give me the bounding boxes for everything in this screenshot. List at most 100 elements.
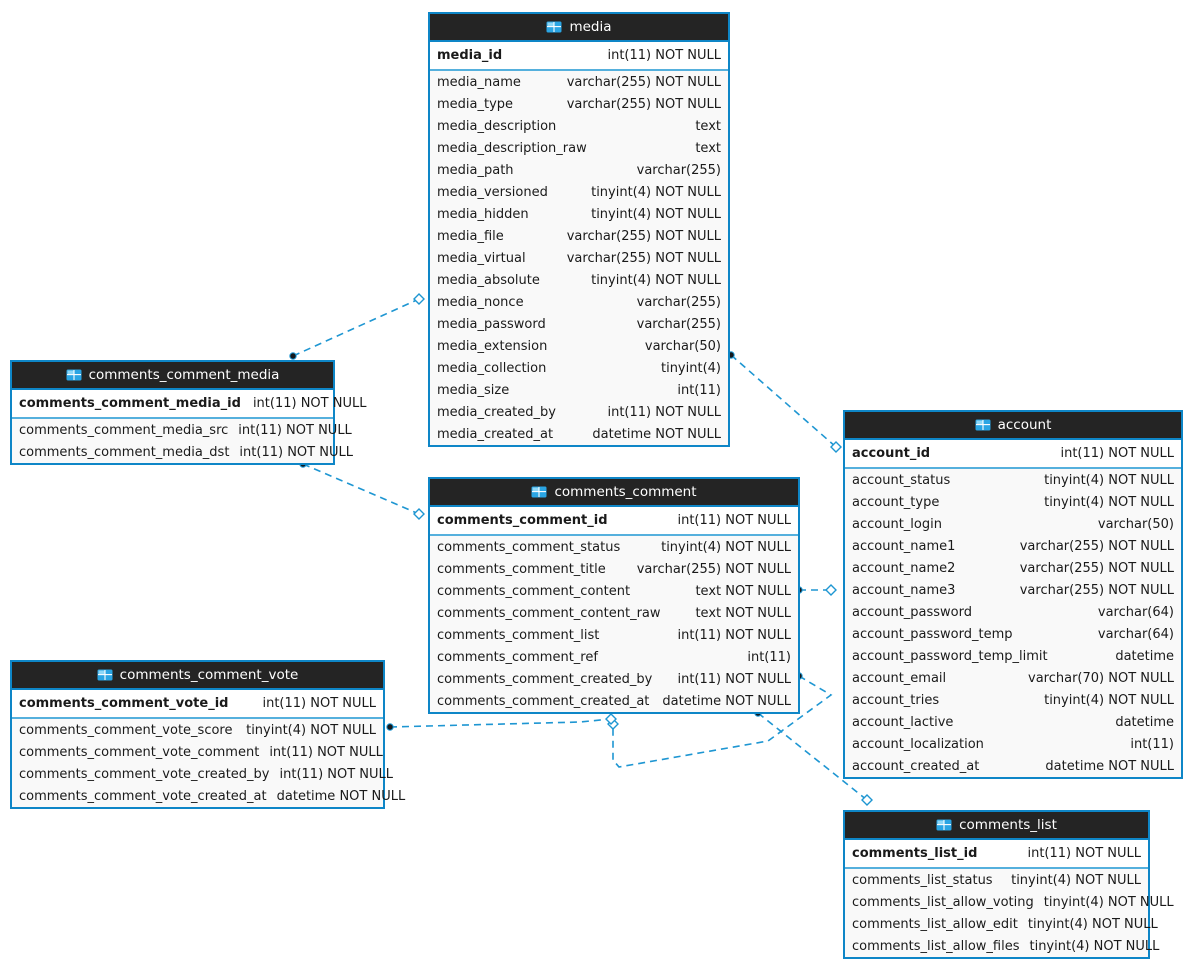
column-row[interactable]: comments_comment_vote_comment int(11) NO… <box>12 741 383 763</box>
column-row[interactable]: comments_comment_media_src int(11) NOT N… <box>12 419 352 441</box>
column-name: media_description <box>437 118 557 134</box>
column-row[interactable]: media_size int(11) <box>430 379 728 401</box>
column-row[interactable]: media_password varchar(255) <box>430 313 728 335</box>
column-row[interactable]: comments_comment_created_by int(11) NOT … <box>430 668 798 690</box>
column-name: comments_comment_vote_created_by <box>19 766 270 782</box>
column-row[interactable]: account_login varchar(50) <box>845 513 1181 535</box>
table-account[interactable]: account account_id int(11) NOT NULL acco… <box>843 410 1183 779</box>
column-row[interactable]: account_localization int(11) <box>845 733 1181 755</box>
table-header[interactable]: comments_comment <box>430 479 798 507</box>
column-row[interactable]: comments_comment_content_raw text NOT NU… <box>430 602 798 624</box>
table-header[interactable]: media <box>430 14 728 42</box>
column-type: tinyint(4) NOT NULL <box>1011 872 1141 888</box>
column-row[interactable]: media_hidden tinyint(4) NOT NULL <box>430 203 728 225</box>
column-row[interactable]: media_extension varchar(50) <box>430 335 728 357</box>
primary-key-row[interactable]: comments_list_id int(11) NOT NULL <box>845 840 1148 869</box>
column-row[interactable]: account_status tinyint(4) NOT NULL <box>845 469 1181 491</box>
table-comments_list[interactable]: comments_list comments_list_id int(11) N… <box>843 810 1174 959</box>
column-row[interactable]: media_virtual varchar(255) NOT NULL <box>430 247 728 269</box>
column-row[interactable]: comments_comment_list int(11) NOT NULL <box>430 624 798 646</box>
table-header[interactable]: comments_comment_media <box>12 362 333 390</box>
primary-key-row[interactable]: media_id int(11) NOT NULL <box>430 42 728 71</box>
relationship-comments_comment-account[interactable] <box>795 584 837 596</box>
column-name: account_name3 <box>852 582 956 598</box>
column-row[interactable]: account_created_at datetime NOT NULL <box>845 755 1181 777</box>
table-comments_comment[interactable]: comments_comment comments_comment_id int… <box>428 477 800 714</box>
column-row[interactable]: media_type varchar(255) NOT NULL <box>430 93 728 115</box>
column-row[interactable]: comments_list_allow_files tinyint(4) NOT… <box>845 935 1159 957</box>
column-row[interactable]: account_password varchar(64) <box>845 601 1181 623</box>
column-row[interactable]: account_email varchar(70) NOT NULL <box>845 667 1181 689</box>
column-name: account_name2 <box>852 560 956 576</box>
relationship-diamond-endpoint <box>413 508 425 520</box>
column-name: comments_comment_id <box>437 513 608 528</box>
column-row[interactable]: comments_comment_status tinyint(4) NOT N… <box>430 536 798 558</box>
column-type: int(11) NOT NULL <box>262 696 376 711</box>
relationship-diamond-endpoint <box>861 794 873 806</box>
column-name: comments_comment_created_by <box>437 671 653 687</box>
column-name: account_status <box>852 472 951 488</box>
table-header[interactable]: comments_comment_vote <box>12 662 383 690</box>
column-name: comments_comment_status <box>437 539 621 555</box>
column-row[interactable]: account_name1 varchar(255) NOT NULL <box>845 535 1181 557</box>
table-comments_comment_vote[interactable]: comments_comment_vote comments_comment_v… <box>10 660 405 809</box>
table-header[interactable]: comments_list <box>845 812 1148 840</box>
column-type: datetime <box>1115 648 1174 664</box>
primary-key-row[interactable]: account_id int(11) NOT NULL <box>845 440 1181 469</box>
column-name: comments_comment_list <box>437 627 600 643</box>
column-type: datetime <box>1115 714 1174 730</box>
column-row[interactable]: account_name2 varchar(255) NOT NULL <box>845 557 1181 579</box>
column-row[interactable]: media_path varchar(255) <box>430 159 728 181</box>
column-row[interactable]: account_lactive datetime <box>845 711 1181 733</box>
column-row[interactable]: media_created_at datetime NOT NULL <box>430 423 728 445</box>
column-row[interactable]: media_absolute tinyint(4) NOT NULL <box>430 269 728 291</box>
table-comments_comment_media[interactable]: comments_comment_media comments_comment_… <box>10 360 366 465</box>
table-header[interactable]: account <box>845 412 1181 440</box>
relationship-media-account[interactable] <box>727 351 842 453</box>
column-row[interactable]: comments_comment_media_dst int(11) NOT N… <box>12 441 353 463</box>
column-row[interactable]: comments_list_allow_edit tinyint(4) NOT … <box>845 913 1158 935</box>
column-name: comments_comment_ref <box>437 649 598 665</box>
column-row[interactable]: account_type tinyint(4) NOT NULL <box>845 491 1181 513</box>
relationship-dot-endpoint <box>386 723 394 731</box>
relationship-comments_comment_media-media[interactable] <box>289 293 425 360</box>
column-name: account_password <box>852 604 973 620</box>
column-row[interactable]: comments_comment_vote_created_at datetim… <box>12 785 405 807</box>
column-row[interactable]: comments_comment_created_at datetime NOT… <box>430 690 798 712</box>
column-row[interactable]: media_nonce varchar(255) <box>430 291 728 313</box>
column-row[interactable]: media_file varchar(255) NOT NULL <box>430 225 728 247</box>
primary-key-row[interactable]: comments_comment_media_id int(11) NOT NU… <box>12 390 366 419</box>
column-row[interactable]: media_description text <box>430 115 728 137</box>
column-row[interactable]: account_tries tinyint(4) NOT NULL <box>845 689 1181 711</box>
column-type: int(11) NOT NULL <box>677 627 791 643</box>
column-row[interactable]: account_password_temp varchar(64) <box>845 623 1181 645</box>
column-row[interactable]: comments_comment_vote_score tinyint(4) N… <box>12 719 383 741</box>
column-type: varchar(255) NOT NULL <box>566 96 721 112</box>
column-row[interactable]: media_collection tinyint(4) <box>430 357 728 379</box>
column-type: tinyint(4) NOT NULL <box>1029 938 1160 954</box>
column-type: tinyint(4) NOT NULL <box>1044 472 1174 488</box>
column-row[interactable]: media_description_raw text <box>430 137 728 159</box>
relationship-comments_comment_vote-comments_comment[interactable] <box>386 713 617 731</box>
table-media[interactable]: media media_id int(11) NOT NULL media_na… <box>428 12 730 447</box>
column-row[interactable]: comments_comment_ref int(11) <box>430 646 798 668</box>
column-row[interactable]: media_created_by int(11) NOT NULL <box>430 401 728 423</box>
column-row[interactable]: account_name3 varchar(255) NOT NULL <box>845 579 1181 601</box>
column-row[interactable]: account_password_temp_limit datetime <box>845 645 1181 667</box>
column-row[interactable]: media_versioned tinyint(4) NOT NULL <box>430 181 728 203</box>
column-type: int(11) NOT NULL <box>1060 446 1174 461</box>
column-row[interactable]: comments_comment_content text NOT NULL <box>430 580 798 602</box>
primary-key-row[interactable]: comments_comment_id int(11) NOT NULL <box>430 507 798 536</box>
column-name: comments_comment_vote_comment <box>19 744 260 760</box>
primary-key-row[interactable]: comments_comment_vote_id int(11) NOT NUL… <box>12 690 383 719</box>
relationship-comments_comment_media-comments_comment[interactable] <box>299 460 425 520</box>
column-row[interactable]: comments_list_status tinyint(4) NOT NULL <box>845 869 1148 891</box>
column-row[interactable]: comments_list_allow_voting tinyint(4) NO… <box>845 891 1174 913</box>
column-row[interactable]: comments_comment_vote_created_by int(11)… <box>12 763 393 785</box>
column-row[interactable]: comments_comment_title varchar(255) NOT … <box>430 558 798 580</box>
column-row[interactable]: media_name varchar(255) NOT NULL <box>430 71 728 93</box>
column-type: int(11) NOT NULL <box>607 404 721 420</box>
column-name: comments_comment_media_dst <box>19 444 230 460</box>
relationship-comments_comment-comments_list[interactable] <box>754 709 873 806</box>
